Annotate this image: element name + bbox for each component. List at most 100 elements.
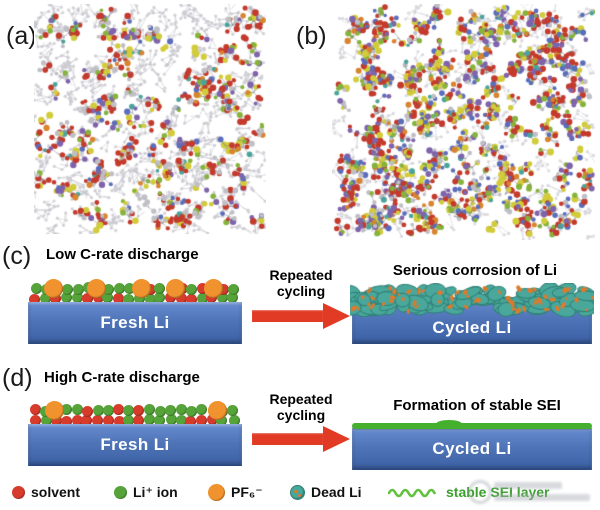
legend-label-pf6: PF₆⁻ <box>231 483 263 500</box>
legend-item-pf6: PF₆⁻ <box>208 479 263 505</box>
li-ion-particle <box>102 404 114 416</box>
panel-d-arrow-label: Repeated cycling <box>269 391 333 423</box>
li-ion-particle <box>143 414 155 426</box>
solvent-particle <box>197 283 209 294</box>
panel-d-fresh-li-block: Fresh Li <box>28 424 242 466</box>
li-ion-particle <box>216 414 228 426</box>
pf6-particle <box>132 279 152 298</box>
panel-b-molecular-simulation-image <box>332 4 595 240</box>
solvent-particle <box>217 283 229 295</box>
fresh-li-label: Fresh Li <box>100 313 170 332</box>
li-ion-particle <box>30 283 42 295</box>
li-ion-particle <box>216 292 228 304</box>
legend-label-li-ion: Li⁺ ion <box>133 483 178 500</box>
panel-d-cycled-li-block: Cycled Li <box>352 428 592 470</box>
watermark-text-bar <box>494 494 590 501</box>
legend-item-solvent: solvent <box>12 479 80 505</box>
li-ion-particle <box>186 405 198 417</box>
legend-item-dead-li: Dead Li <box>290 479 362 505</box>
solvent-particle <box>133 405 145 417</box>
solvent-particle <box>50 415 62 427</box>
li-ion-particle <box>124 283 136 295</box>
dead-li-icon <box>290 484 305 500</box>
li-ion-icon <box>114 485 127 499</box>
solvent-particle <box>71 415 83 427</box>
solvent-particle <box>176 292 188 304</box>
li-ion-particle <box>144 404 156 416</box>
panel-b-label: (b) <box>296 22 327 50</box>
pf6-particle <box>203 279 223 298</box>
li-ion-particle <box>60 292 72 304</box>
solvent-particle <box>61 415 73 427</box>
li-ion-particle <box>92 404 104 416</box>
li-ion-particle <box>113 282 125 294</box>
panel-c-arrow-label: Repeated cycling <box>269 267 333 299</box>
li-ion-particle <box>102 292 114 304</box>
li-ion-particle <box>123 415 135 427</box>
li-ion-particle <box>155 405 167 417</box>
stable-sei-wavy-line-icon <box>388 488 436 498</box>
solvent-particle <box>92 415 104 427</box>
pf6-particle <box>166 279 186 298</box>
li-ion-particle <box>228 414 240 426</box>
panel-d-repeated-cycling-arrow <box>252 426 352 452</box>
panel-d-result-title: Formation of stable SEI <box>393 397 561 414</box>
solvent-icon <box>12 485 25 499</box>
li-ion-particle <box>71 404 83 416</box>
fresh-li-label: Fresh Li <box>100 435 170 454</box>
li-ion-particle <box>226 404 238 416</box>
arrow-body <box>252 310 323 322</box>
li-ion-particle <box>60 404 72 416</box>
solvent-particle <box>185 415 197 427</box>
dead-li-corrosion-layer <box>350 283 594 317</box>
solvent-particle <box>81 293 93 305</box>
solvent-particle <box>113 415 125 427</box>
pf6-particle <box>43 279 63 298</box>
li-ion-particle <box>165 405 177 417</box>
solvent-particle <box>196 414 208 426</box>
solvent-particle <box>207 414 219 426</box>
solvent-particle <box>133 415 145 427</box>
solvent-particle <box>29 293 41 305</box>
legend-item-li-ion: Li⁺ ion <box>114 479 178 505</box>
li-ion-particle <box>195 404 207 416</box>
solvent-particle <box>93 292 105 304</box>
cycled-li-label: Cycled Li <box>432 318 512 337</box>
solvent-particle <box>112 293 124 305</box>
li-ion-particle <box>153 283 165 295</box>
li-ion-particle <box>41 415 53 427</box>
pf6-particle <box>44 401 64 420</box>
panel-c-title: Low C-rate discharge <box>46 246 199 263</box>
watermark <box>466 474 596 508</box>
li-ion-particle <box>165 414 177 426</box>
solvent-particle <box>81 414 93 426</box>
li-ion-particle <box>227 292 239 304</box>
arrow-head <box>323 303 350 329</box>
solvent-particle <box>30 415 42 427</box>
li-ion-particle <box>40 292 52 304</box>
legend-label-solvent: solvent <box>31 484 81 500</box>
watermark-text-bar <box>494 482 562 489</box>
li-ion-particle <box>186 283 198 295</box>
legend-label-dead-li: Dead Li <box>311 484 362 500</box>
panel-d-title: High C-rate discharge <box>44 369 200 386</box>
solvent-particle <box>185 293 197 305</box>
li-ion-particle <box>175 404 187 416</box>
solvent-particle <box>113 404 125 416</box>
stable-sei-layer <box>352 420 592 429</box>
panel-c-repeated-cycling-arrow <box>252 303 352 329</box>
li-ion-particle <box>123 404 135 416</box>
panel-c-fresh-surface-particles <box>28 276 242 306</box>
panel-a-label: (a) <box>6 22 37 50</box>
arrow-head <box>323 426 350 452</box>
li-ion-particle <box>176 414 188 426</box>
watermark-globe-icon <box>468 480 492 504</box>
li-ion-particle <box>134 293 146 305</box>
cycled-li-label: Cycled Li <box>432 439 512 458</box>
solvent-particle <box>165 292 177 304</box>
sei-layer-bump <box>436 420 462 428</box>
li-ion-particle <box>72 283 84 295</box>
pf6-particle <box>87 279 107 298</box>
solvent-particle <box>102 415 114 427</box>
